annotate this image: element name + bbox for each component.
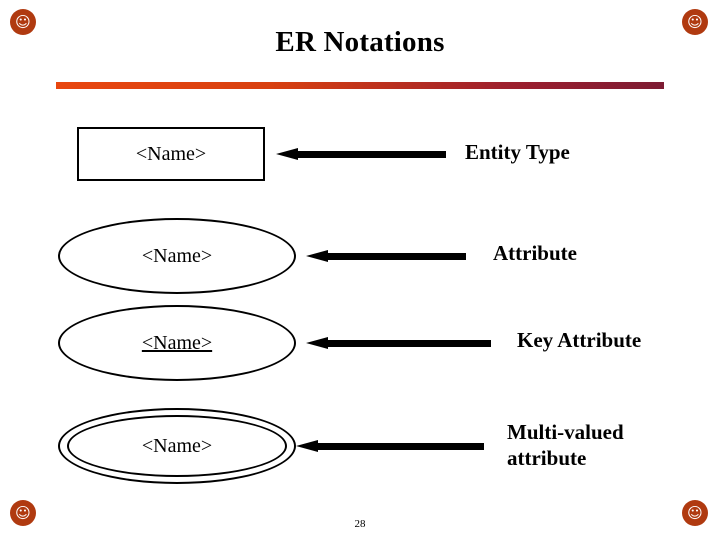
corner-decoration-bottom-right-icon: ☺ <box>682 500 708 526</box>
key-attribute-arrow-icon <box>306 337 491 349</box>
arrow-shaft <box>326 253 466 260</box>
multivalued-symbol-label-wrap: <Name> <box>58 408 296 484</box>
attribute-arrow-icon <box>306 250 466 262</box>
attribute-symbol-label: <Name> <box>141 244 213 267</box>
arrow-shaft <box>326 340 491 347</box>
notation-row-attribute: <Name> Attribute <box>0 218 720 294</box>
arrow-shaft <box>316 443 484 450</box>
notation-row-key-attribute: <Name> Key Attribute <box>0 305 720 381</box>
key-attribute-symbol-label-wrap: <Name> <box>58 305 296 381</box>
key-attribute-ellipse-outline <box>58 305 296 381</box>
attribute-ellipse-outline <box>58 218 296 294</box>
arrow-head-icon <box>276 148 298 160</box>
slide-title: ER Notations <box>275 26 445 58</box>
corner-decoration-top-left-icon: ☺ <box>10 9 36 35</box>
multivalued-attribute-double-ellipse: <Name> <box>58 408 296 484</box>
attribute-ellipse: <Name> <box>58 218 296 294</box>
arrow-head-icon <box>306 337 328 349</box>
attribute-symbol-label-wrap: <Name> <box>58 218 296 294</box>
multivalued-inner-ellipse-outline <box>67 415 287 477</box>
page-number: 28 <box>354 518 366 530</box>
attribute-callout-label: Attribute <box>493 241 577 265</box>
notation-row-entity-type: <Name> Entity Type <box>0 123 720 185</box>
key-attribute-callout-label: Key Attribute <box>517 328 642 352</box>
key-attribute-ellipse: <Name> <box>58 305 296 381</box>
entity-type-arrow-icon <box>276 148 446 160</box>
entity-type-rectangle: <Name> <box>77 127 265 181</box>
entity-type-callout-label: Entity Type <box>465 140 570 164</box>
notation-row-multivalued-attribute: <Name> Multi-valued attribute <box>0 408 720 484</box>
title-underline-bar <box>56 82 664 89</box>
entity-type-symbol-label: <Name> <box>135 142 207 165</box>
corner-decoration-top-right-icon: ☺ <box>682 9 708 35</box>
arrow-head-icon <box>306 250 328 262</box>
key-attribute-symbol-label: <Name> <box>141 331 213 354</box>
multivalued-callout-label: Multi-valued attribute <box>507 420 624 471</box>
multivalued-symbol-label: <Name> <box>141 434 213 457</box>
arrow-head-icon <box>296 440 318 452</box>
corner-decoration-bottom-left-icon: ☺ <box>10 500 36 526</box>
multivalued-arrow-icon <box>296 440 484 452</box>
arrow-shaft <box>296 151 446 158</box>
multivalued-outer-ellipse-outline <box>58 408 296 484</box>
